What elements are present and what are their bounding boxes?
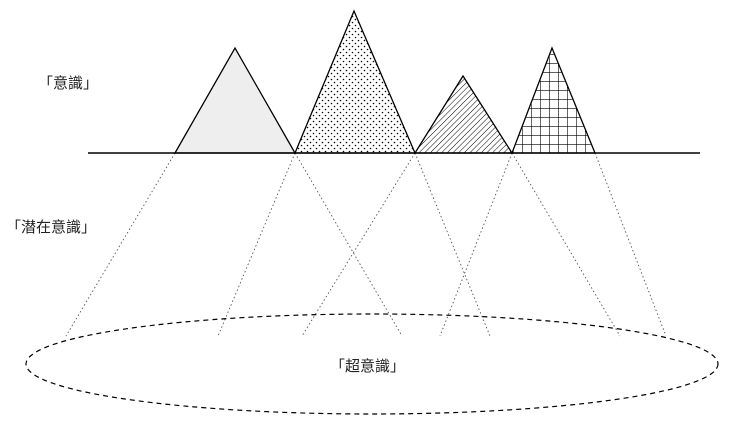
mountain-grid (511, 46, 596, 154)
projection-line (594, 152, 667, 337)
projection-line (439, 152, 513, 337)
projection-line (65, 152, 176, 337)
projection-line (294, 152, 403, 337)
mountain-solid (173, 46, 297, 154)
superconscious-label: 「超意識」 (330, 357, 405, 375)
superconscious-ellipse (25, 313, 719, 415)
mountain-hatched (413, 74, 514, 154)
projection-line (217, 152, 296, 337)
mountain-dotted (294, 9, 416, 154)
subconscious-label: 「潜在意識」 (6, 218, 96, 236)
projection-lines (65, 152, 667, 337)
conscious-label: 「意識」 (38, 74, 98, 92)
projection-line (301, 152, 416, 337)
projection-line (414, 152, 491, 337)
projection-line (511, 152, 621, 337)
